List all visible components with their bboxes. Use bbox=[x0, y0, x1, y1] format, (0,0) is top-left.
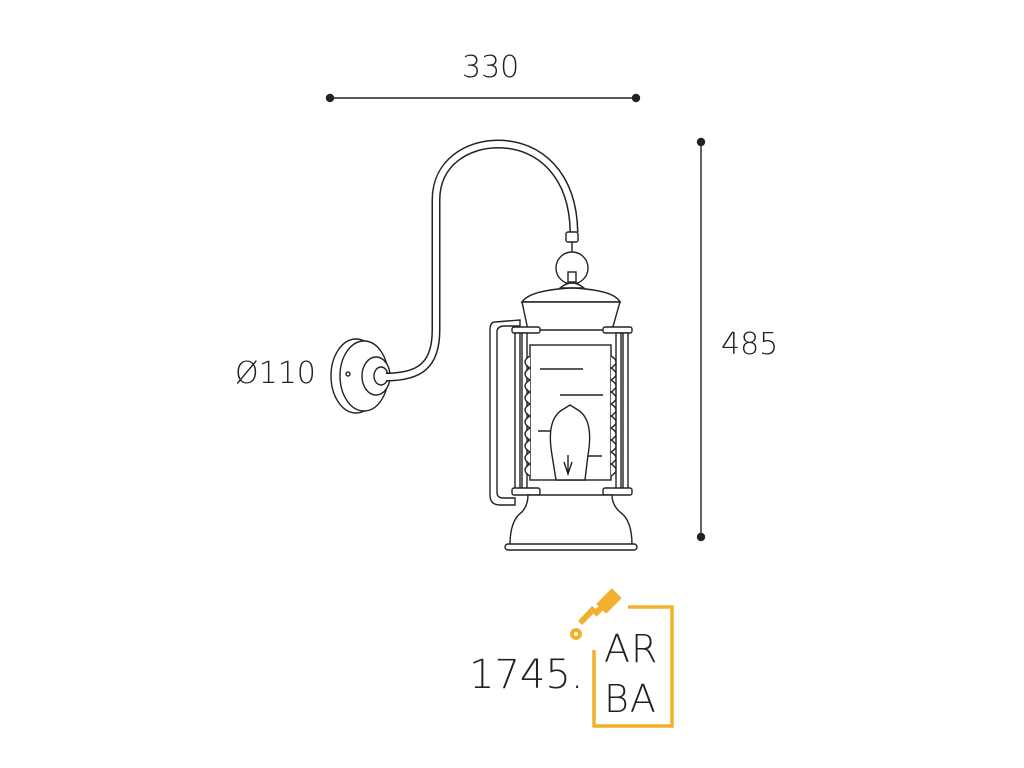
logo-line1: AR bbox=[604, 627, 659, 671]
width-dimension-label: 330 bbox=[462, 50, 520, 85]
hanging-ring bbox=[555, 231, 589, 289]
bulb bbox=[549, 404, 591, 481]
lantern bbox=[489, 287, 638, 551]
paintbrush-icon bbox=[570, 588, 622, 640]
diameter-dimension-label: Ø110 bbox=[235, 356, 316, 391]
wall-plate bbox=[330, 338, 391, 414]
product-code: 1745. bbox=[469, 652, 584, 698]
width-dimension-line bbox=[325, 93, 641, 103]
logo-line2: BA bbox=[604, 677, 657, 721]
height-dimension-line bbox=[696, 137, 706, 542]
lamp-arm bbox=[385, 139, 579, 382]
height-dimension-label: 485 bbox=[721, 327, 779, 362]
logo-frame bbox=[592, 605, 674, 728]
